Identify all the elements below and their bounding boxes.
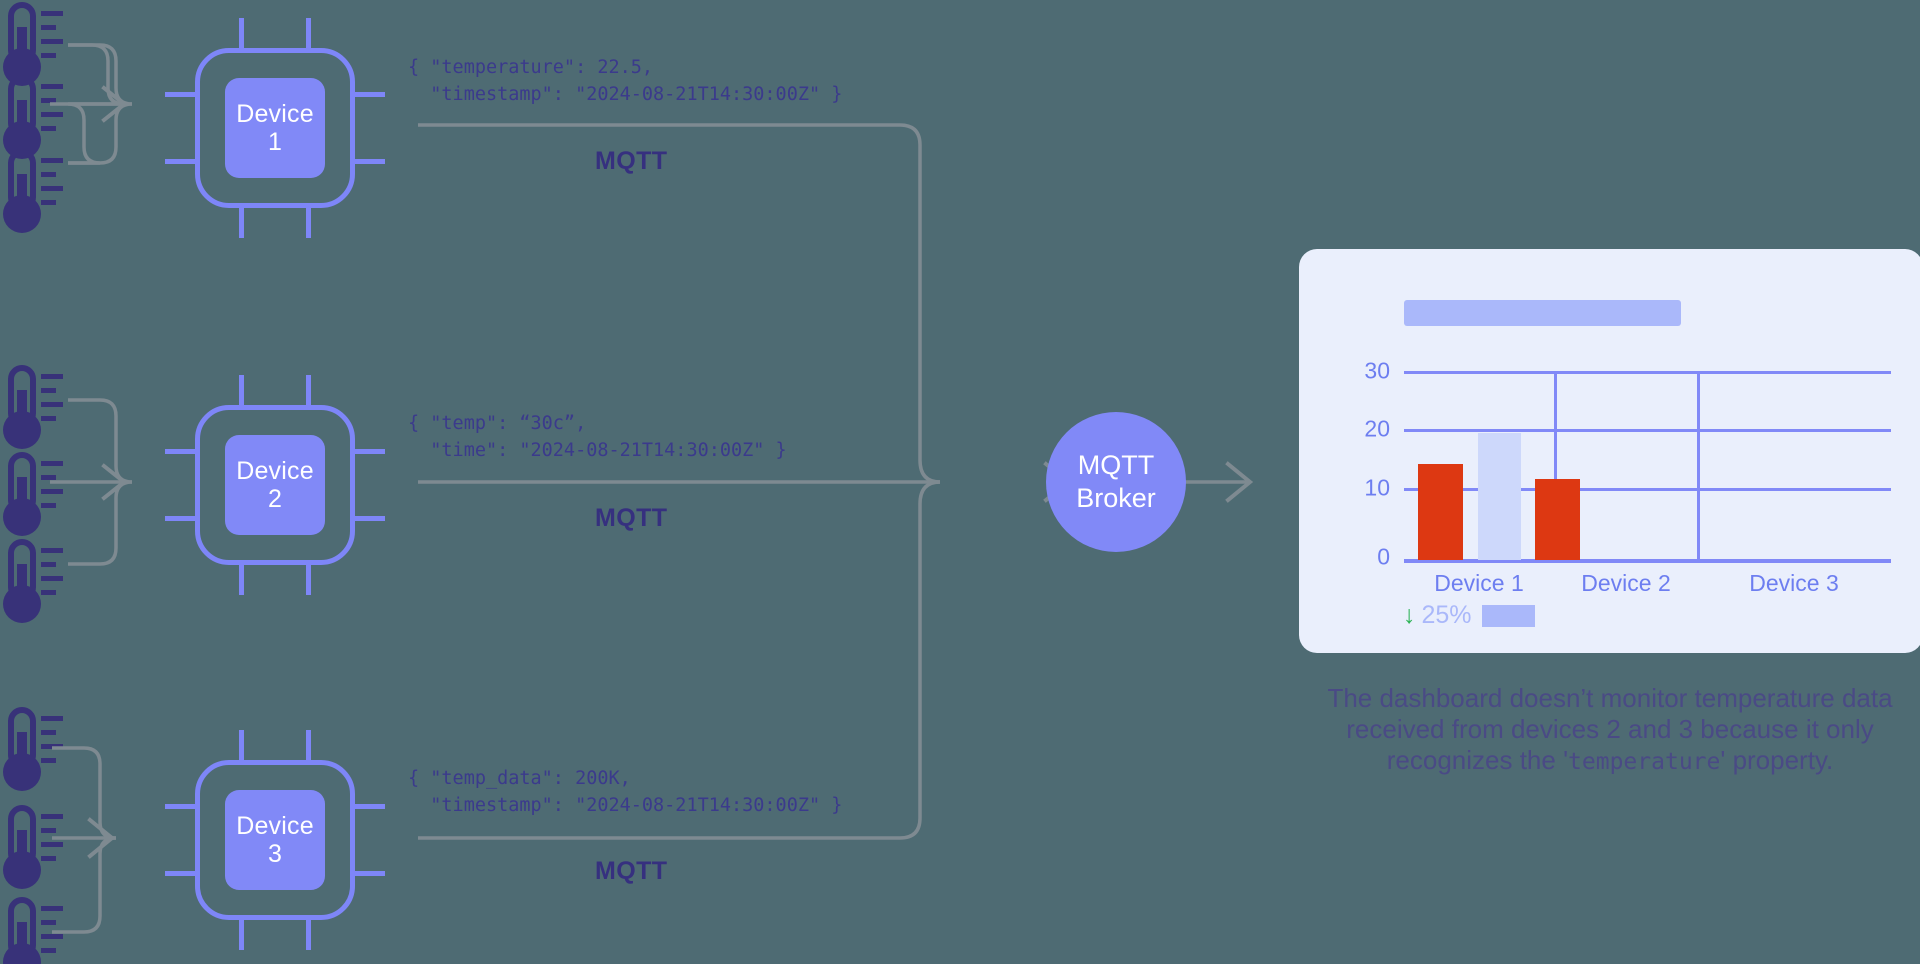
broker-label-line1: MQTT — [1077, 450, 1155, 481]
dashboard-card[interactable]: 30 20 10 0 Device 1 Device 2 Device 3 ↓ … — [1299, 249, 1920, 653]
chip-pin — [306, 730, 311, 760]
chip-pin — [306, 208, 311, 238]
category-divider-1 — [1554, 371, 1557, 563]
protocol-label-device-2: MQTT — [595, 504, 668, 532]
chip-pin — [165, 159, 195, 164]
chip-pin — [306, 565, 311, 595]
bar-device1-series3 — [1535, 479, 1580, 560]
chip-outline — [195, 48, 355, 208]
y-tick-label: 30 — [1364, 357, 1390, 384]
sensor-group-device-3 — [3, 710, 117, 964]
broker-output-arrow — [1225, 461, 1254, 503]
chip-pin — [165, 92, 195, 97]
legend-percent: 25% — [1421, 601, 1472, 629]
payload-text-device-1: { "temperature": 22.5, "timestamp": "202… — [408, 54, 842, 108]
payload-line-1: { "temp_data": 200K, — [408, 768, 631, 789]
payload-line-2: "time": "2024-08-21T14:30:00Z" } — [408, 440, 787, 461]
chip-pin — [165, 871, 195, 876]
chip-outline — [195, 760, 355, 920]
caption-part2: ' property. — [1720, 745, 1834, 775]
chip-pin — [355, 804, 385, 809]
sensor-group-device-2 — [3, 368, 133, 623]
chip-pin — [239, 920, 244, 950]
chip-pin — [306, 18, 311, 48]
x-tick-label-device-3: Device 3 — [1749, 570, 1839, 596]
device-chip-1[interactable]: Device 1 — [165, 18, 385, 238]
device-chip-2[interactable]: Device 2 — [165, 375, 385, 595]
y-tick-label: 20 — [1364, 415, 1390, 442]
broker-label-line2: Broker — [1076, 483, 1156, 513]
chip-label-line2: 2 — [267, 485, 283, 513]
x-tick-label-device-1: Device 1 — [1434, 570, 1524, 596]
chip-pin — [239, 18, 244, 48]
chip-pin — [306, 920, 311, 950]
chip-pin — [165, 449, 195, 454]
gridline-30 — [1404, 371, 1891, 374]
payload-line-2: "timestamp": "2024-08-21T14:30:00Z" } — [408, 795, 843, 816]
bar-device1-series2 — [1478, 433, 1521, 560]
chip-pin — [355, 449, 385, 454]
chip-pin — [355, 871, 385, 876]
down-arrow-icon: ↓ — [1403, 601, 1416, 629]
bar-chart: 30 20 10 0 Device 1 Device 2 Device 3 — [1364, 358, 1891, 596]
chip-label: Device 3 — [225, 790, 325, 890]
chip-pin — [239, 565, 244, 595]
protocol-label-device-1: MQTT — [595, 147, 668, 175]
payload-line-2: "timestamp": "2024-08-21T14:30:00Z" } — [408, 84, 843, 105]
chip-pin — [239, 730, 244, 760]
bar-device1-series1 — [1418, 464, 1463, 560]
chart-legend: ↓ 25% — [1403, 601, 1535, 630]
gridline-20 — [1404, 429, 1891, 432]
sensor-group-device-1 — [3, 5, 133, 233]
chip-label: Device 1 — [225, 78, 325, 178]
chip-pin — [239, 375, 244, 405]
chip-pin — [165, 516, 195, 521]
payload-line-1: { "temp": “30c”, — [408, 413, 587, 434]
x-tick-label-device-2: Device 2 — [1581, 570, 1671, 596]
chip-label-line2: 3 — [267, 840, 283, 868]
chip-outline — [195, 405, 355, 565]
chip-label-line2: 1 — [267, 128, 283, 156]
chip-label-line1: Device — [236, 457, 314, 485]
chip-pin — [239, 208, 244, 238]
mqtt-broker-node[interactable]: MQTT Broker — [1046, 412, 1186, 552]
dashboard-title-placeholder — [1404, 300, 1681, 326]
chip-pin — [355, 92, 385, 97]
chip-label-line1: Device — [236, 100, 314, 128]
category-divider-2 — [1697, 371, 1700, 563]
y-tick-label: 0 — [1377, 543, 1390, 570]
caption: The dashboard doesn’t monitor temperatur… — [1290, 683, 1920, 778]
chip-pin — [355, 159, 385, 164]
chip-label: Device 2 — [225, 435, 325, 535]
y-tick-label: 10 — [1364, 474, 1390, 501]
chip-pin — [306, 375, 311, 405]
chip-pin — [165, 804, 195, 809]
caption-part1: The dashboard doesn’t monitor temperatur… — [1327, 683, 1893, 775]
chip-pin — [355, 516, 385, 521]
payload-text-device-3: { "temp_data": 200K, "timestamp": "2024-… — [408, 765, 842, 819]
mqtt-bus — [418, 123, 941, 840]
chip-label-line1: Device — [236, 812, 314, 840]
payload-text-device-2: { "temp": “30c”, "time": "2024-08-21T14:… — [408, 410, 787, 464]
payload-line-1: { "temperature": 22.5, — [408, 57, 654, 78]
legend-swatch — [1481, 604, 1535, 627]
x-axis — [1404, 559, 1891, 563]
caption-mono-term: temperature — [1568, 749, 1721, 775]
device-chip-3[interactable]: Device 3 — [165, 730, 385, 950]
protocol-label-device-3: MQTT — [595, 857, 668, 885]
gridline-10 — [1404, 488, 1891, 491]
